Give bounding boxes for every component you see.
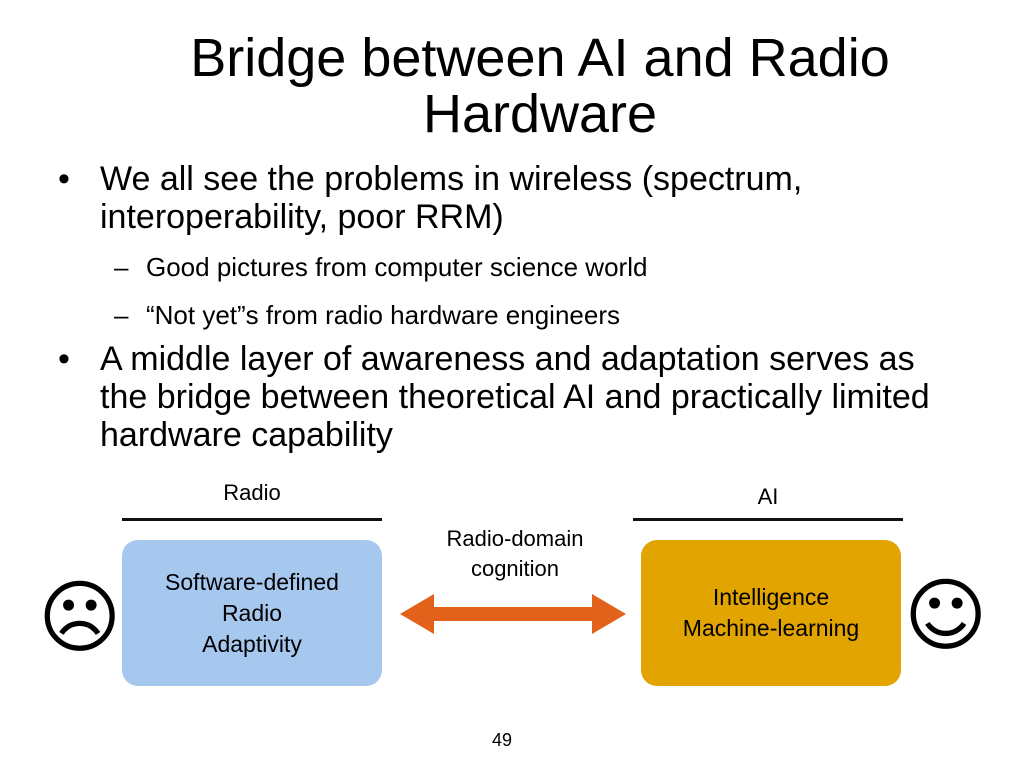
sub-bullet-text: Good pictures from computer science worl… [146,252,648,282]
slide-title: Bridge between AI and Radio Hardware [190,28,890,144]
sub-bullet-item: – Good pictures from computer science wo… [58,252,958,282]
sub-bullet-item: – “Not yet”s from radio hardware enginee… [58,300,958,330]
double-arrow-shape [400,594,626,634]
page-number: 49 [491,730,513,750]
bullet-text: A middle layer of awareness and adaptati… [100,340,930,454]
ai-heading-rule [633,518,903,521]
bullet-marker: • [58,340,70,378]
box-line: Adaptivity [202,630,302,657]
bullet-text: We all see the problems in wireless (spe… [100,160,803,236]
box-line: Machine-learning [682,615,860,641]
software-defined-radio-box: Software-defined Radio Adaptivity [122,540,382,686]
box-line: Intelligence [712,584,830,610]
sub-bullet-marker: – [114,252,129,282]
radio-domain-cognition-label: Radio-domain cognition [410,524,620,584]
bullet-item: • A middle layer of awareness and adapta… [58,340,958,454]
box-line: Radio [221,599,283,626]
ai-heading: AI [757,484,779,509]
sad-face-icon: ☹ [38,571,122,664]
sub-bullet-text: “Not yet”s from radio hardware engineers [146,300,620,330]
happy-face-icon: ☺ [904,569,988,662]
bullet-marker: • [58,160,70,198]
radio-heading-rule [122,518,382,521]
radio-heading: Radio [223,480,281,505]
bullet-list: • We all see the problems in wireless (s… [58,160,958,454]
ai-intelligence-box: Intelligence Machine-learning [641,540,901,686]
sub-bullet-marker: – [114,300,129,330]
double-arrow-icon [400,594,626,634]
bridge-diagram: Radio AI ☹ Software-defined Radio Adapti… [0,470,1024,710]
box-line: Software-defined [165,568,339,595]
bullet-item: • We all see the problems in wireless (s… [58,160,958,236]
middle-label-line: Radio-domain [446,526,584,551]
middle-label-line: cognition [470,556,560,581]
